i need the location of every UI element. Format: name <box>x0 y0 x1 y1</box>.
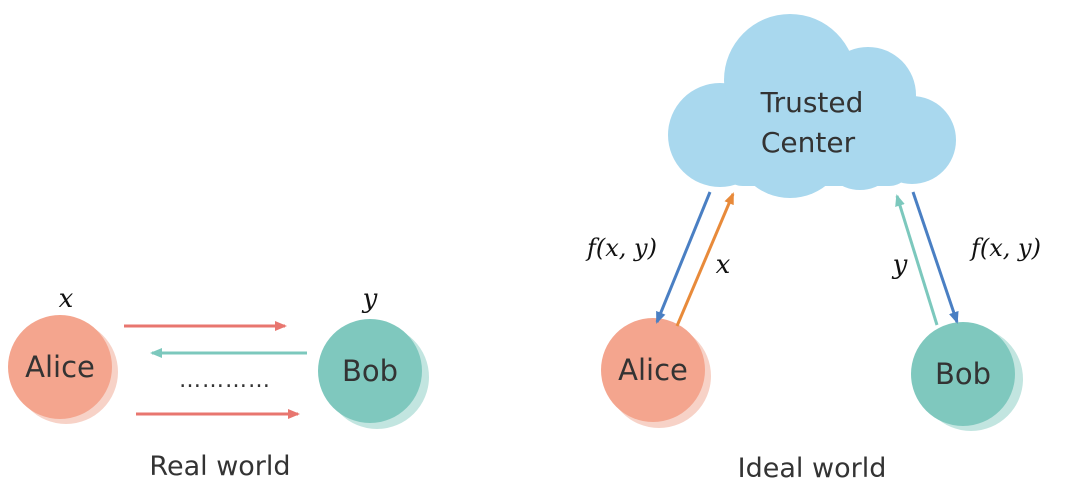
real-bob-node: Bob <box>318 319 429 429</box>
real-bob-label: Bob <box>342 354 398 388</box>
ideal-bob-input-label: y <box>892 250 908 280</box>
ideal-bob-node: Bob <box>911 322 1023 431</box>
trusted-center-cloud: Trusted Center <box>668 14 956 198</box>
ideal-alice-input-label: x <box>716 250 731 280</box>
ideal-arrow-center-to-bob <box>911 191 959 324</box>
ideal-world-panel: Trusted Center Alice Bob f(x, y) x y f(x… <box>585 14 1041 484</box>
ideal-world-caption: Ideal world <box>738 453 887 484</box>
ideal-arrow-center-to-alice <box>655 191 712 324</box>
ideal-bob-output-label: f(x, y) <box>969 234 1041 262</box>
ideal-bob-circle <box>911 322 1015 426</box>
trusted-center-line2: Center <box>761 126 856 159</box>
real-alice-circle <box>8 315 112 419</box>
ideal-arrow-bob-to-center <box>895 194 939 326</box>
ideal-bob-label: Bob <box>935 357 991 391</box>
real-world-caption: Real world <box>149 451 290 482</box>
real-alice-input-label: x <box>59 284 74 314</box>
real-alice-label: Alice <box>25 350 95 384</box>
ideal-alice-label: Alice <box>618 353 688 387</box>
ideal-alice-node: Alice <box>601 318 711 428</box>
real-ellipsis: ………… <box>179 368 271 393</box>
real-bob-circle <box>318 319 422 423</box>
real-world-panel: Alice x Bob y ………… Real world <box>8 284 429 482</box>
ideal-alice-circle <box>601 318 705 422</box>
ideal-arrow-alice-to-center <box>675 192 735 327</box>
ideal-alice-output-label: f(x, y) <box>585 234 657 262</box>
trusted-center-line1: Trusted <box>760 86 864 119</box>
real-bob-input-label: y <box>362 284 378 314</box>
real-alice-node: Alice <box>8 315 118 424</box>
